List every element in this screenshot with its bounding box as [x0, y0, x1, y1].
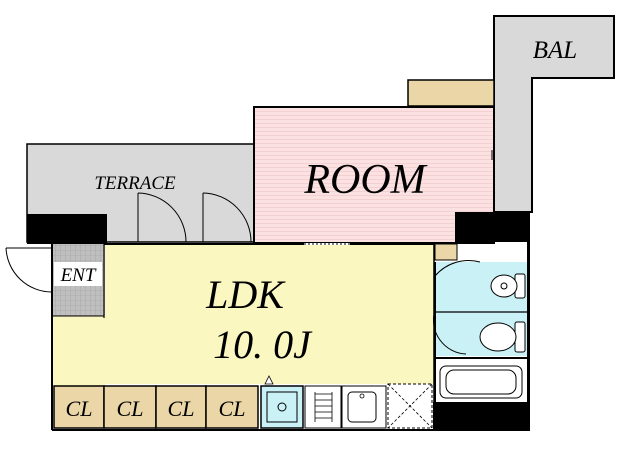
room-label: ROOM [303, 157, 427, 203]
walls [27, 212, 530, 430]
balcony-label: BAL [533, 37, 577, 64]
room-closet-strip [407, 79, 495, 107]
washer-space [260, 385, 304, 429]
wash-basin-icon [479, 321, 526, 353]
closet-3-label: CL [168, 396, 195, 421]
entrance-label-bg [54, 262, 102, 286]
terrace-label: TERRACE [94, 173, 176, 194]
closet-1: CL [53, 385, 105, 429]
ldk-label: LDK [205, 272, 286, 317]
stove [304, 385, 342, 429]
marker-triangle [264, 375, 274, 385]
entrance-label: ENT [60, 265, 97, 286]
closet-4: CL [205, 385, 259, 429]
kitchen-sink [341, 385, 387, 429]
fridge-space [387, 383, 433, 429]
bathtub-icon [439, 365, 523, 399]
ldk-area [104, 244, 434, 384]
ldk-lower-area [53, 316, 105, 386]
ldk-size: 10. 0J [213, 322, 313, 367]
closet-2: CL [103, 385, 157, 429]
wall-lines [51, 243, 530, 431]
closet-4-label: CL [219, 396, 246, 421]
closet-3: CL [155, 385, 207, 429]
closet-2-label: CL [117, 396, 144, 421]
wet-closet [434, 243, 458, 261]
terrace-door-left [137, 192, 187, 243]
entry-door [5, 247, 53, 293]
terrace-door-right [202, 192, 252, 243]
toilet-icon [490, 273, 526, 299]
room-area [253, 106, 495, 244]
closet-1-label: CL [66, 396, 93, 421]
